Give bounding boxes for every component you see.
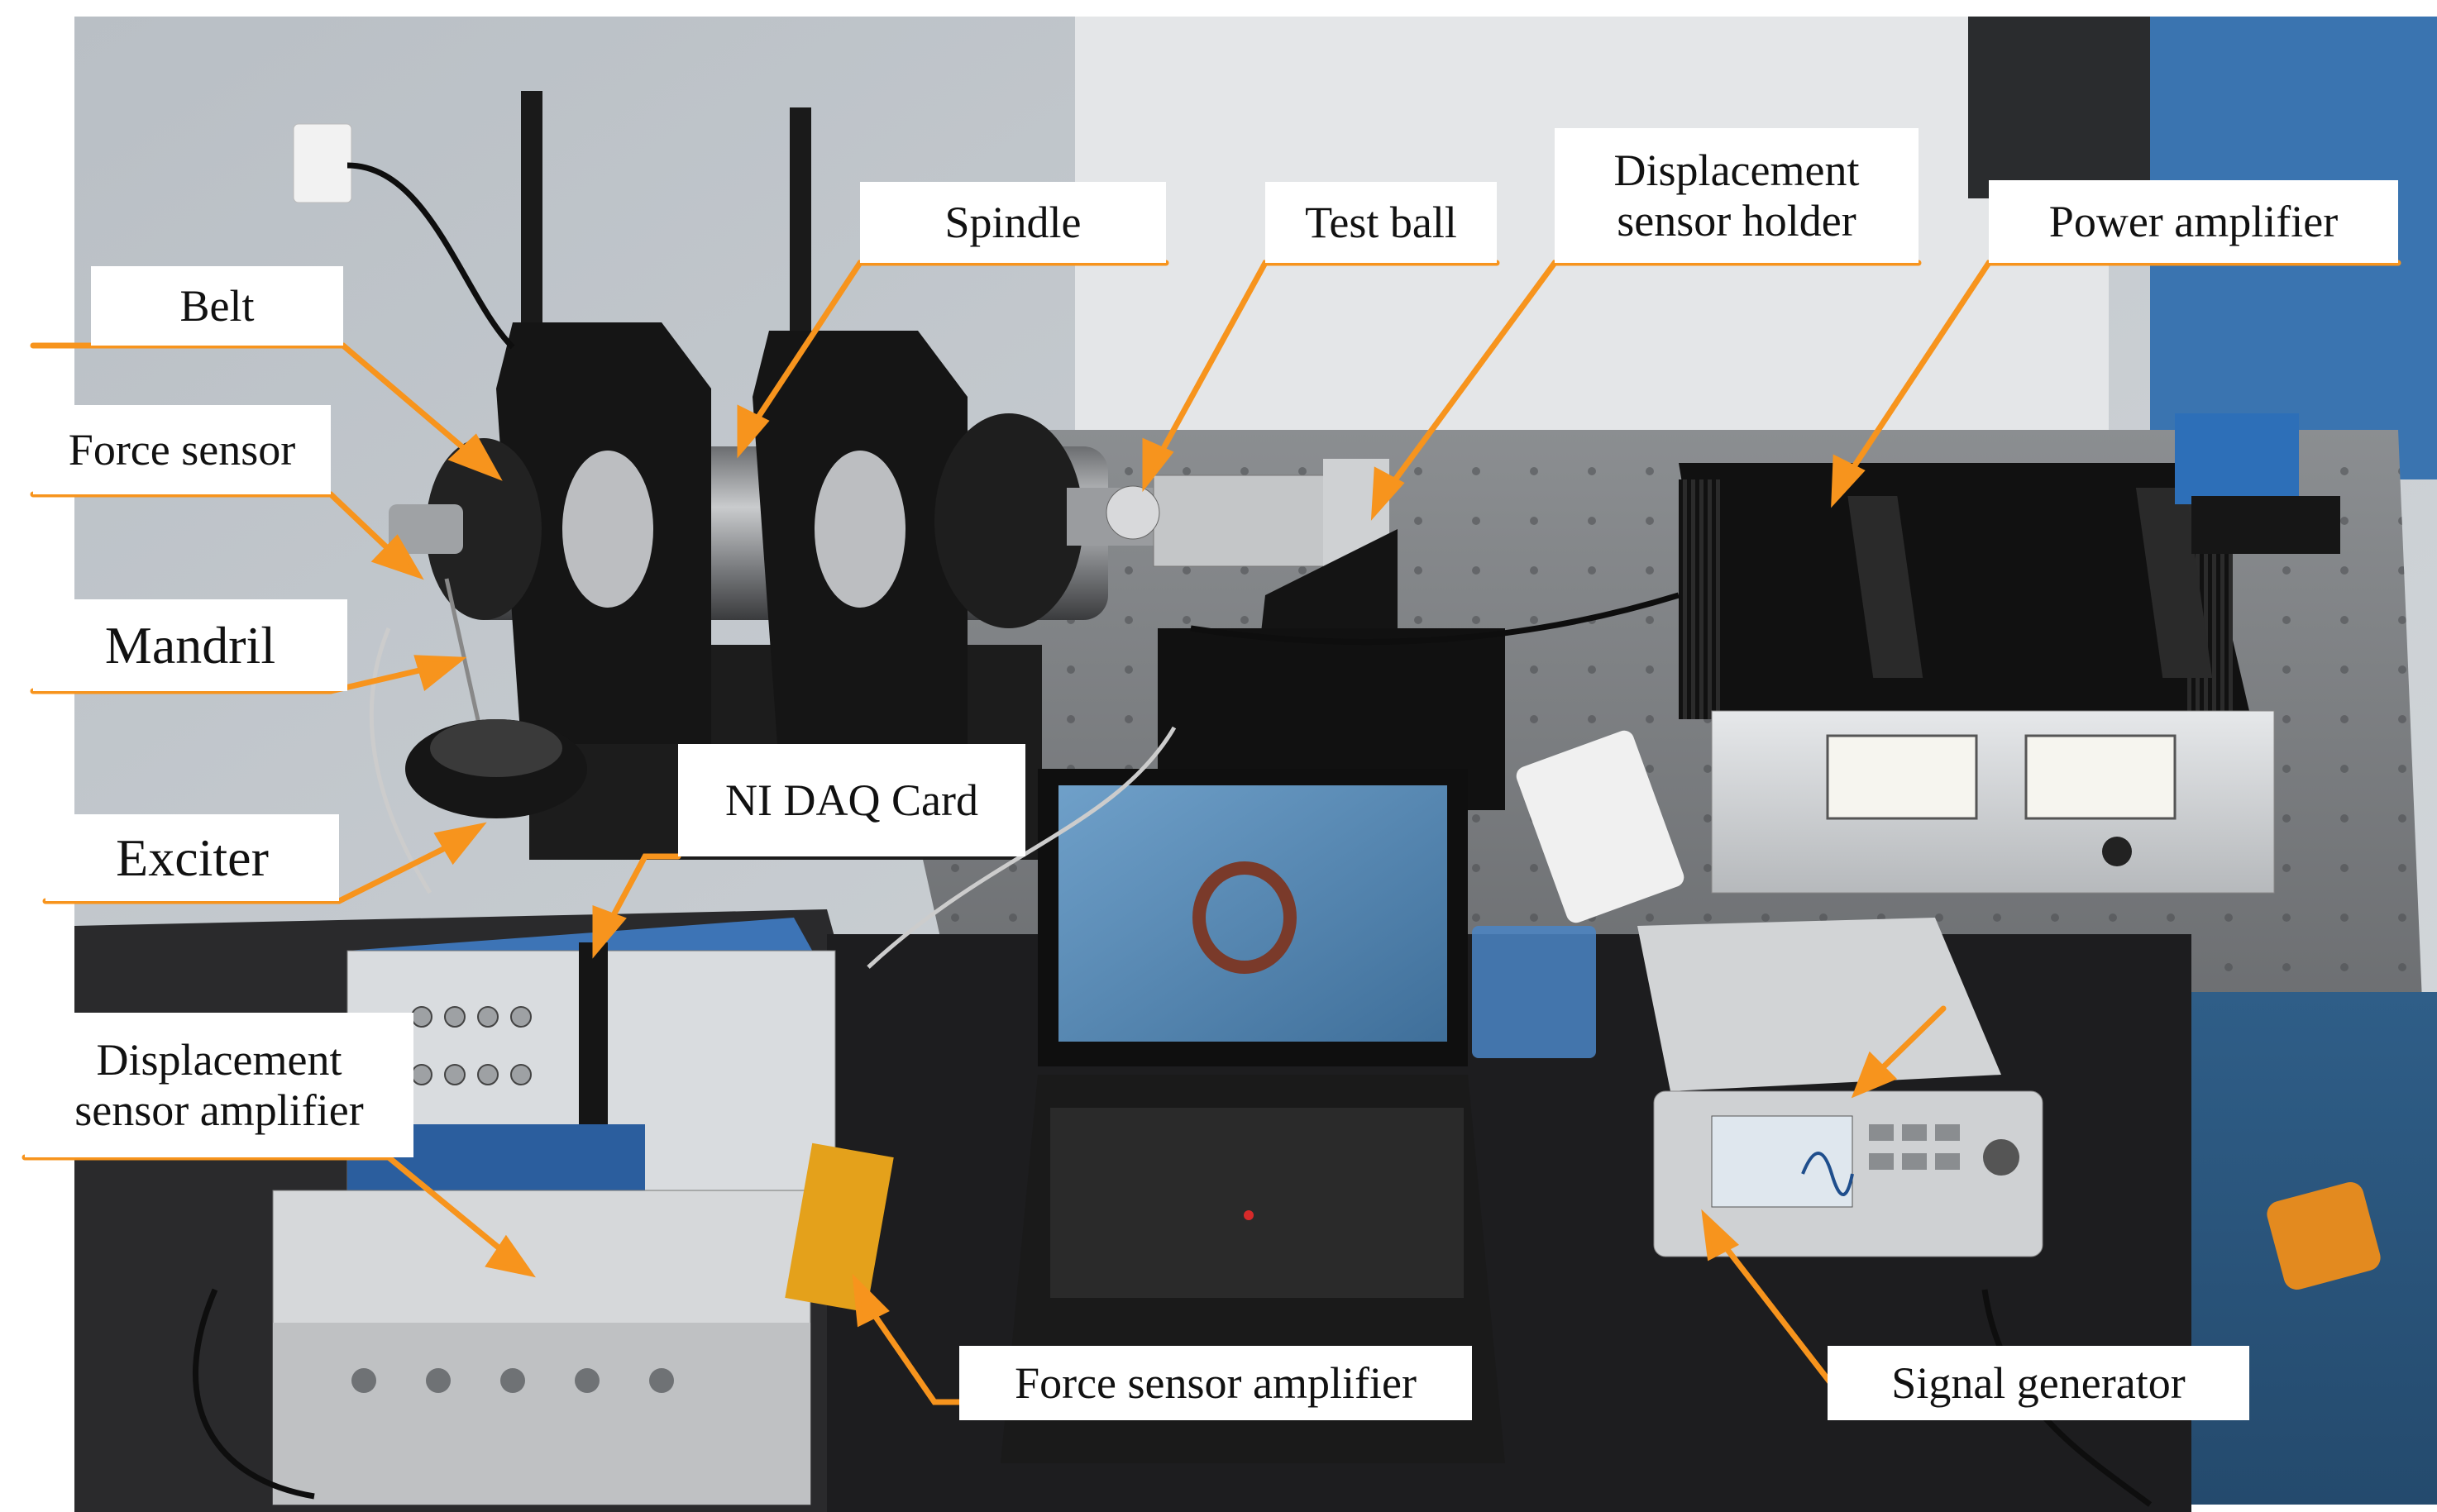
label-force-sensor-amplifier: Force sensor amplifier [959,1346,1472,1420]
meter-right [2024,734,2177,820]
amp-knob [2102,837,2132,866]
label-spindle: Spindle [860,182,1166,263]
label-power-amplifier: Power amplifier [1989,180,2398,263]
label-force-sensor: Force sensor [33,405,331,494]
small-blue-device [2175,413,2299,504]
wall-outlet [293,123,352,203]
signal-generator-top [1637,918,2001,1091]
laptop-keyboard [1050,1108,1464,1298]
spindle-nose [934,413,1083,628]
force-sensor-amplifier-device [785,1142,894,1313]
test-ball [1106,485,1160,540]
leader-lines [22,260,2401,1405]
label-displacement-sensor-amplifier: Displacement sensor amplifier [25,1013,413,1157]
laptop-screen [1058,785,1447,1042]
roundness-plot [1192,861,1297,974]
label-signal-generator: Signal generator [1828,1346,2249,1420]
label-belt: Belt [91,266,343,346]
belt-pulley [426,438,542,620]
label-exciter: Exciter [45,814,339,901]
label-displacement-sensor-holder: Displacement sensor holder [1555,128,1919,263]
power-strip [1516,730,1684,923]
blue-box [1472,926,1596,1058]
orange-object [2267,1181,2381,1290]
meter-left [1826,734,1978,820]
power-amplifier-top [1679,463,2249,711]
label-mandril: Mandril [33,599,347,691]
force-sensor-body [389,504,463,554]
signal-generator-display [1711,1115,1853,1208]
power-amplifier-front [1711,710,2275,894]
label-test-ball: Test ball [1265,182,1497,263]
label-ni-daq-card: NI DAQ Card [678,744,1025,856]
